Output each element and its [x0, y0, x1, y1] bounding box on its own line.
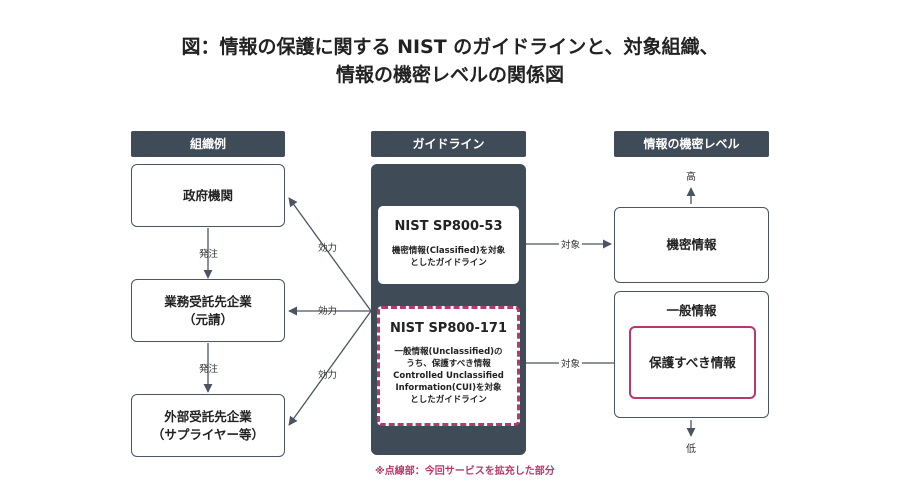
header-org: 組織例 [131, 131, 285, 157]
target-label-2: 対象 [559, 356, 583, 370]
guideline-sp800-171: NIST SP800-171 一般情報(Unclassified)の うち、保護… [377, 306, 520, 426]
sp800-171-desc: 一般情報(Unclassified)の うち、保護すべき情報 Controlle… [393, 347, 504, 405]
effect-label-2: 効力 [318, 306, 338, 317]
sp800-53-title: NIST SP800-53 [394, 219, 503, 234]
header-level: 情報の機密レベル [614, 131, 769, 157]
org-subcontractor: 外部受託先企業 （サプライヤー等） [131, 394, 285, 457]
order-label-1: 発注 [199, 249, 219, 260]
org-contractor: 業務受託先企業 （元請） [131, 279, 285, 342]
dashed-line-note: ※点線部：今回サービスを拡充した部分 [375, 466, 555, 477]
effect-arrow-subcontractor [288, 310, 372, 426]
effect-label-1: 効力 [318, 243, 338, 254]
level-low-label: 低 [686, 444, 696, 455]
sp800-171-title: NIST SP800-171 [389, 321, 508, 336]
effect-label-3: 効力 [318, 370, 338, 381]
level-classified: 機密情報 [614, 207, 769, 283]
diagram-title-line2: 情報の機密レベルの関係図 [335, 64, 564, 86]
target-label-1: 対象 [559, 237, 583, 251]
level-high-label: 高 [686, 172, 696, 183]
effect-arrow-gov [288, 197, 372, 312]
diagram-title-line1: 図：情報の保護に関する NIST のガイドラインと、対象組織、 [181, 36, 719, 58]
sp800-53-desc: 機密情報(Classified)を対象 としたガイドライン [391, 246, 506, 268]
header-guideline: ガイドライン [371, 131, 526, 157]
order-label-2: 発注 [199, 364, 219, 375]
org-government: 政府機関 [131, 164, 285, 227]
level-cui: 保護すべき情報 [629, 326, 756, 399]
guideline-sp800-53: NIST SP800-53 機密情報(Classified)を対象 としたガイド… [378, 206, 519, 284]
